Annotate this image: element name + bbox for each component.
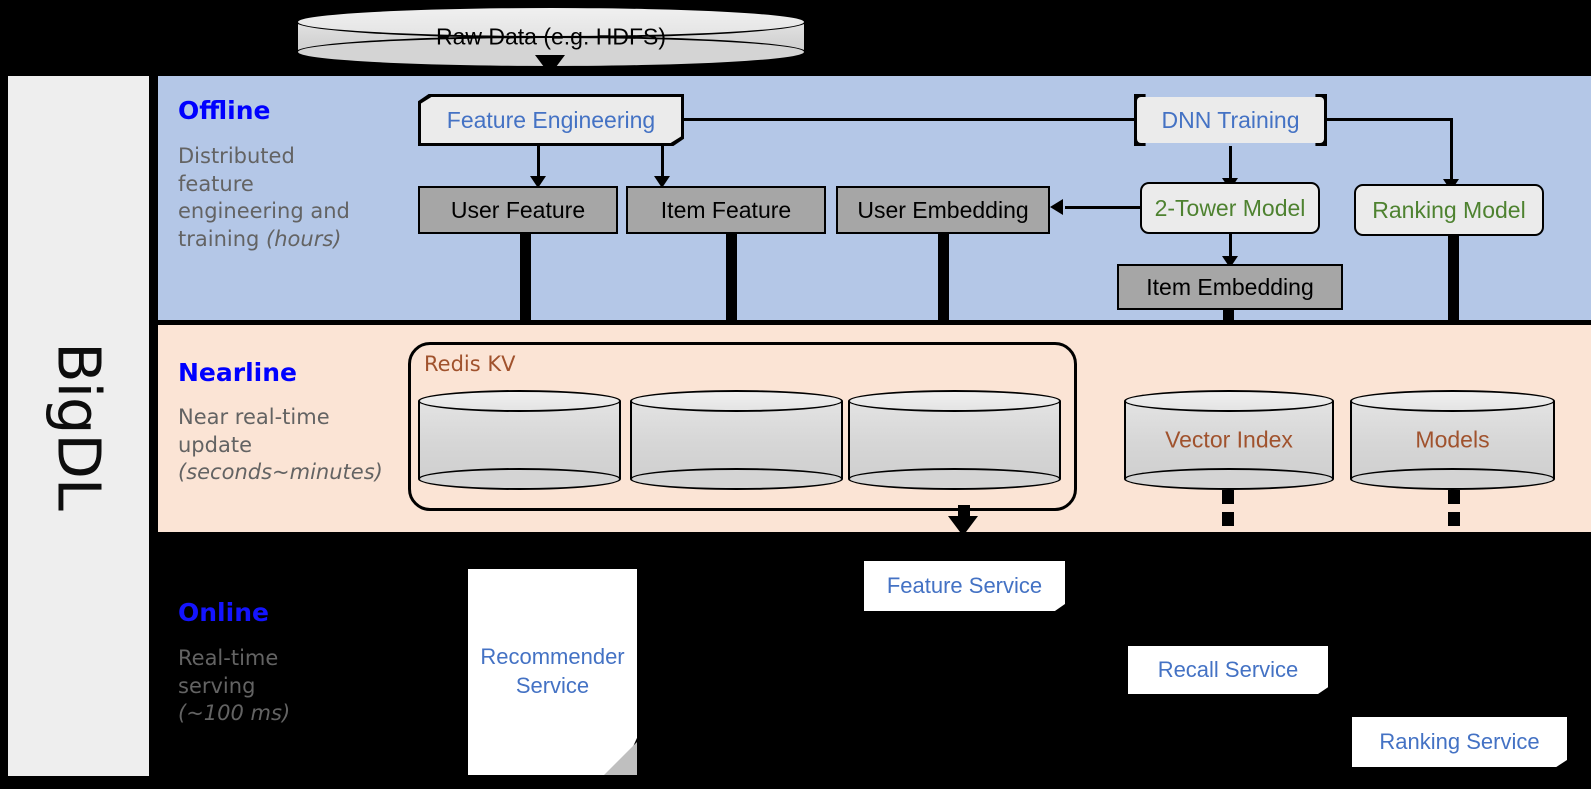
pipe-ranking-model-to-models [1448, 236, 1459, 386]
online-band-subtitle: Real-time serving (~100 ms) [178, 645, 398, 728]
pipe-redis-to-feature-service [958, 505, 970, 518]
pipe-models-to-ranking-a [1448, 490, 1460, 504]
dnn-training-node[interactable]: DNN Training [1134, 94, 1327, 146]
recommender-service-label-l1: Recommender [480, 644, 625, 670]
recall-service-node[interactable]: Recall Service [1128, 646, 1328, 694]
recall-service-label: Recall Service [1157, 657, 1299, 682]
cylinder-body [1124, 401, 1334, 479]
pipe-user-embedding-to-store [938, 234, 949, 379]
connector-fe-to-item-feature [661, 146, 664, 178]
nearline-sub-l1: Near real-time [178, 405, 330, 429]
cylinder-body [1350, 401, 1555, 479]
cylinder-body [630, 401, 843, 479]
connector-two-tower-to-user-embedding [1065, 206, 1141, 209]
item-embedding-label: Item Embedding [1146, 273, 1314, 300]
vector-index-label: Vector Index [1165, 426, 1293, 453]
user-feature-label: User Feature [450, 196, 586, 223]
feature-engineering-label-wrap: Feature Engineering [421, 97, 681, 143]
pipe-user-feature-to-store [520, 234, 531, 397]
cylinder-top [630, 390, 843, 412]
models-cylinder[interactable]: Models [1350, 390, 1555, 490]
offline-sub-l2: feature [178, 171, 254, 196]
connector-fe-to-user-feature [537, 146, 540, 178]
dnn-training-label: DNN Training [1161, 106, 1300, 133]
cylinder-top [296, 6, 806, 38]
cylinder-bottom [418, 468, 621, 490]
cylinder-top [848, 390, 1061, 412]
nearline-band-title: Nearline [178, 358, 297, 387]
cylinder-top [418, 390, 621, 412]
raw-data-label: Raw Data (e.g. HDFS) [435, 23, 667, 50]
arrowhead-fe-to-item-feature [654, 176, 670, 188]
cylinder-bottom [630, 468, 843, 490]
feature-engineering-label: Feature Engineering [446, 106, 656, 133]
pipe-vector-index-to-recall-b [1222, 512, 1234, 526]
recommender-service-node[interactable]: Recommender Service [468, 569, 637, 775]
two-tower-model-label: 2-Tower Model [1154, 194, 1306, 221]
arrowhead-fe-to-user-feature [530, 176, 546, 188]
vector-index-cylinder[interactable]: Vector Index [1124, 390, 1334, 490]
cylinder-top [1124, 390, 1334, 412]
user-feature-node[interactable]: User Feature [418, 186, 618, 234]
offline-sub-l4: training [178, 227, 260, 252]
item-embedding-node[interactable]: Item Embedding [1117, 264, 1343, 310]
connector-fe-to-dnn [684, 118, 1150, 121]
models-label: Models [1415, 426, 1490, 453]
online-sub-l1: Real-time [178, 646, 279, 670]
feature-engineering-node[interactable]: Feature Engineering [418, 94, 684, 146]
feature-service-node[interactable]: Feature Service [864, 561, 1065, 611]
offline-sub-italic: (hours) [266, 227, 342, 252]
user-embedding-label: User Embedding [857, 196, 1029, 223]
connector-dnn-to-ranking-h [1327, 118, 1452, 121]
ranking-service-label: Ranking Service [1379, 729, 1540, 754]
ranking-service-node[interactable]: Ranking Service [1352, 717, 1567, 767]
cylinder-body [418, 401, 621, 479]
ranking-model-label: Ranking Model [1372, 196, 1526, 223]
pipe-item-feature-to-store [726, 234, 737, 379]
pipe-models-to-ranking-b [1448, 512, 1460, 526]
cylinder-bottom [1124, 468, 1334, 490]
connector-dnn-to-ranking-v [1450, 118, 1453, 181]
user-embedding-store-cylinder[interactable] [848, 390, 1061, 490]
item-feature-label: Item Feature [660, 196, 792, 223]
offline-band-title: Offline [178, 96, 271, 125]
connector-dnn-to-two-tower [1229, 146, 1232, 180]
recommender-service-label-l2: Service [515, 673, 590, 698]
online-sub-l2: serving [178, 673, 256, 698]
user-embedding-node[interactable]: User Embedding [836, 186, 1050, 234]
offline-sub-l3: engineering and [178, 199, 350, 224]
feature-service-label: Feature Service [886, 573, 1043, 598]
offline-sub-l1: Distributed [178, 144, 295, 168]
pipe-vector-index-to-recall-a [1222, 490, 1234, 504]
item-feature-node[interactable]: Item Feature [626, 186, 826, 234]
item-feature-store-cylinder[interactable] [630, 390, 843, 490]
offline-band-subtitle: Distributed feature engineering and trai… [178, 143, 388, 254]
cylinder-body [848, 401, 1061, 479]
online-band-title: Online [178, 598, 269, 627]
cylinder-bottom [1350, 468, 1555, 490]
cylinder-top [1350, 390, 1555, 412]
bigdl-label: BigDL [44, 342, 113, 510]
arrowhead-two-tower-to-user-embedding [1050, 199, 1063, 215]
bigdl-platform-rail: BigDL [8, 76, 149, 776]
redis-kv-label: Redis KV [424, 352, 516, 376]
nearline-band-subtitle: Near real-time update (seconds~minutes) [178, 404, 408, 487]
arrowhead-rawdata-to-fe [535, 55, 565, 75]
user-feature-store-cylinder[interactable] [418, 390, 621, 490]
connector-two-tower-to-item-embedding [1229, 234, 1232, 258]
nearline-sub-l2: update [178, 432, 252, 457]
arrowhead-redis-to-feature-service [948, 516, 978, 536]
redis-kv-container [408, 342, 1077, 511]
dnn-training-label-wrap: DNN Training [1137, 97, 1324, 143]
nearline-sub-italic: (seconds~minutes) [178, 460, 383, 485]
cylinder-bottom [848, 468, 1061, 490]
ranking-model-node[interactable]: Ranking Model [1354, 184, 1544, 236]
online-sub-italic: (~100 ms) [178, 701, 291, 726]
two-tower-model-node[interactable]: 2-Tower Model [1140, 182, 1320, 234]
